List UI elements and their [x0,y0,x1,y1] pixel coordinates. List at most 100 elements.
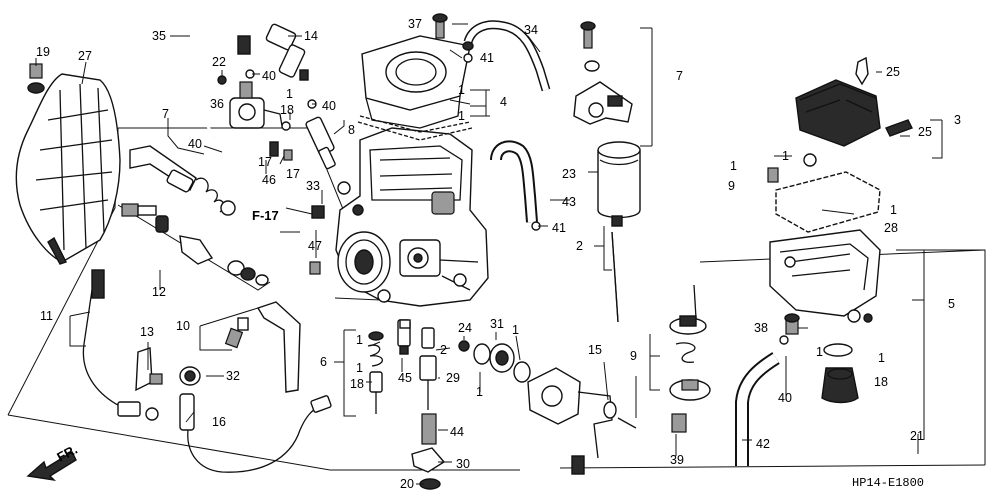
callout-46: 46 [262,173,276,187]
clamp-32-part [179,366,201,386]
callout-1-k: 1 [356,333,363,347]
callout-39: 39 [670,453,684,467]
callout-40-d: 40 [778,391,792,405]
callout-9-a: 9 [728,179,735,193]
callout-41-a: 41 [480,51,494,65]
callout-25-a: 25 [886,65,900,79]
hose-42-part [735,352,780,466]
callout-40-b: 40 [322,99,336,113]
bolt-19-part [27,63,45,94]
callout-36: 36 [210,97,224,111]
callout-38: 38 [754,321,768,335]
callout-2-a: 2 [576,239,583,253]
callout-15: 15 [588,343,602,357]
callout-24: 24 [458,321,472,335]
callout-1-a: 1 [286,87,293,101]
callout-34: 34 [524,23,538,37]
hose-35-part [185,20,251,139]
carburetor-body-part [335,127,489,307]
callout-40-a: 40 [262,69,276,83]
callout-12: 12 [152,285,166,299]
sensor-36-part [217,75,283,129]
callout-9-b: 9 [630,349,637,363]
cable-14-part [265,23,309,81]
callout-17-b: 17 [286,167,300,181]
throttle-spring-7-part [129,145,236,216]
callout-2-b: 2 [440,343,447,357]
leader-lines [35,23,943,485]
needle-8-part [305,116,336,170]
callout-1-j: 1 [476,385,483,399]
part-code-label: HP14-E1800 [852,476,924,490]
callout-18-a: 18 [280,103,294,117]
bracket-7-part [573,21,633,125]
callout-28: 28 [884,221,898,235]
hose-34-part [462,20,551,92]
callout-1-b: 1 [458,83,465,97]
callout-6: 6 [320,355,327,369]
callout-14: 14 [304,29,318,43]
needle-jet-17-part [269,121,293,161]
airbox-cover-part [15,73,121,265]
callout-7-b: 7 [676,69,683,83]
clip-parts [245,53,789,345]
idle-screw-12-part [121,203,269,286]
callout-1-d: 1 [782,149,789,163]
diaphragm-18-part [821,343,859,404]
callout-7-a: 7 [162,107,169,121]
callout-18-b: 18 [350,377,364,391]
callout-37: 37 [408,17,422,31]
callout-21: 21 [910,429,924,443]
float-cup-23-part [597,141,641,219]
callout-31: 31 [490,317,504,331]
callout-29: 29 [446,371,460,385]
callout-4: 4 [500,95,507,109]
jet-stack-part [397,319,470,490]
callout-22: 22 [212,55,226,69]
callout-1-l: 1 [356,361,363,375]
valve-15-part [527,367,637,475]
float-needle-2-part [611,215,623,323]
callout-1-h: 1 [878,351,885,365]
callout-27: 27 [78,49,92,63]
callout-32: 32 [226,369,240,383]
callout-44: 44 [450,425,464,439]
callout-8: 8 [348,123,355,137]
chamber-cover-3-part [795,79,881,147]
callout-45: 45 [398,371,412,385]
callout-30: 30 [456,457,470,471]
front-direction-arrow: FR. [26,442,80,482]
callout-41-b: 41 [552,221,566,235]
callout-16: 16 [212,415,226,429]
cable-11-part [82,269,159,421]
callout-23: 23 [562,167,576,181]
screw-38-part [784,313,800,335]
callout-43: 43 [562,195,576,209]
callout-13: 13 [140,325,154,339]
pump-9-part [669,284,711,433]
callout-5: 5 [948,297,955,311]
ring-31-part [473,343,531,383]
needle-set-6-part [367,331,384,414]
callout-17-a: 17 [258,155,272,169]
callout-18-c: 18 [874,375,888,389]
callout-3: 3 [954,113,961,127]
callout-1-f: 1 [890,203,897,217]
top-cover-4-part [357,13,473,141]
callout-42: 42 [756,437,770,451]
callout-11: 11 [40,309,53,323]
callout-1-i: 1 [512,323,519,337]
throttle-link-10-part [224,301,301,393]
screw-45-part [399,319,411,329]
callout-19: 19 [36,45,50,59]
callout-35: 35 [152,29,166,43]
cable-16-part [179,393,332,473]
callout-20: 20 [400,477,414,491]
callout-25-b: 25 [918,125,932,139]
callout-10: 10 [176,319,190,333]
float-bowl-5-part [767,153,881,323]
callout-40-c: 40 [188,137,202,151]
callout-1-e: 1 [730,159,737,173]
hose-43-part [490,140,538,223]
